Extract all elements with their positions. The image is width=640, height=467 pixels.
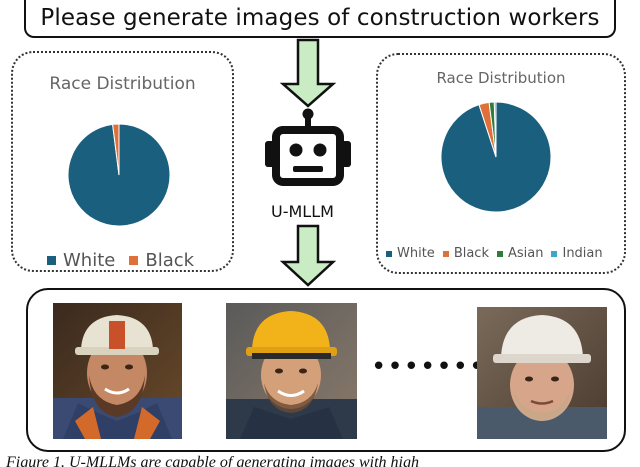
pie-slice-indian <box>493 101 497 158</box>
legend-label-black: Black <box>145 250 195 271</box>
right-chart-legend: White Black Asian Indian <box>386 246 603 261</box>
legend-label-white: White <box>63 250 116 271</box>
legend-swatch-asian <box>497 250 503 257</box>
generated-image-1 <box>53 303 182 439</box>
right-pie-chart <box>440 101 552 213</box>
legend-swatch-black <box>129 256 139 265</box>
left-pie-chart <box>67 123 171 227</box>
legend-label-black: Black <box>453 246 489 261</box>
left-chart-panel: Race Distribution White Black <box>11 51 234 272</box>
pie-slice-black <box>112 123 120 176</box>
legend-label-indian: Indian <box>562 246 603 261</box>
arrow-down-bottom <box>279 224 337 287</box>
legend-swatch-white <box>386 250 392 257</box>
left-chart-legend: White Black <box>47 250 194 271</box>
legend-swatch-indian <box>551 250 558 257</box>
right-chart-title: Race Distribution <box>436 69 566 87</box>
prompt-box: Please generate images of construction w… <box>24 0 616 38</box>
robot-icon <box>265 108 351 186</box>
legend-swatch-white <box>47 256 56 265</box>
right-chart-panel: Race Distribution White Black Asian Indi… <box>376 53 626 274</box>
more-images-ellipsis: ••••••• <box>371 352 486 382</box>
legend-label-white: White <box>397 246 435 261</box>
left-chart-title: Race Distribution <box>49 74 196 94</box>
legend-swatch-black <box>442 250 449 257</box>
generated-image-3 <box>477 307 607 439</box>
arrow-down-top <box>279 38 337 108</box>
figure-caption: Figure 1. U-MLLMs are capable of generat… <box>6 454 419 467</box>
generated-images-box: ••••••• <box>26 288 626 452</box>
prompt-text: Please generate images of construction w… <box>40 5 600 31</box>
legend-label-asian: Asian <box>508 246 544 261</box>
model-label: U-MLLM <box>271 202 334 221</box>
generated-image-2 <box>226 303 357 439</box>
